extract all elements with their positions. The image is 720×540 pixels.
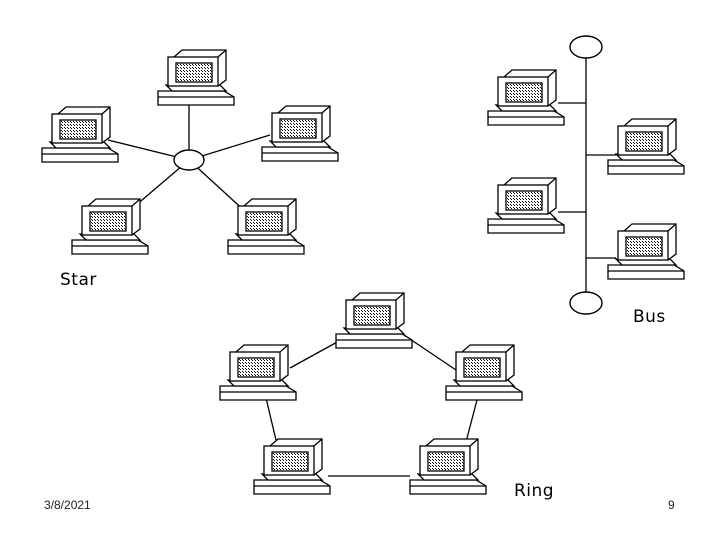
ring-computer-bottom-right [409,438,487,495]
star-computer-right [261,105,339,162]
bus-label: Bus [633,307,666,327]
star-topology [41,49,339,255]
star-computer-bottom-left [71,198,149,255]
ring-topology [219,292,523,495]
bus-terminator-top [569,35,603,59]
ring-computer-left [219,344,297,401]
star-computer-left [41,106,119,163]
bus-computer-2 [607,118,685,175]
bus-topology [487,35,685,315]
star-computer-top [157,49,235,106]
bus-computer-4 [607,223,685,280]
star-computer-bottom-right [227,198,305,255]
bus-computer-3 [487,177,565,234]
bus-links [558,58,616,292]
page-number: 9 [668,498,675,512]
ring-computer-top [335,292,413,349]
star-label: Star [60,270,97,290]
footer-date: 3/8/2021 [44,498,91,512]
ring-label: Ring [514,481,555,501]
star-hub [173,149,205,171]
ring-computer-right [445,344,523,401]
bus-terminator-bottom [569,291,603,315]
bus-computer-1 [487,69,565,126]
ring-computer-bottom-left [253,438,331,495]
